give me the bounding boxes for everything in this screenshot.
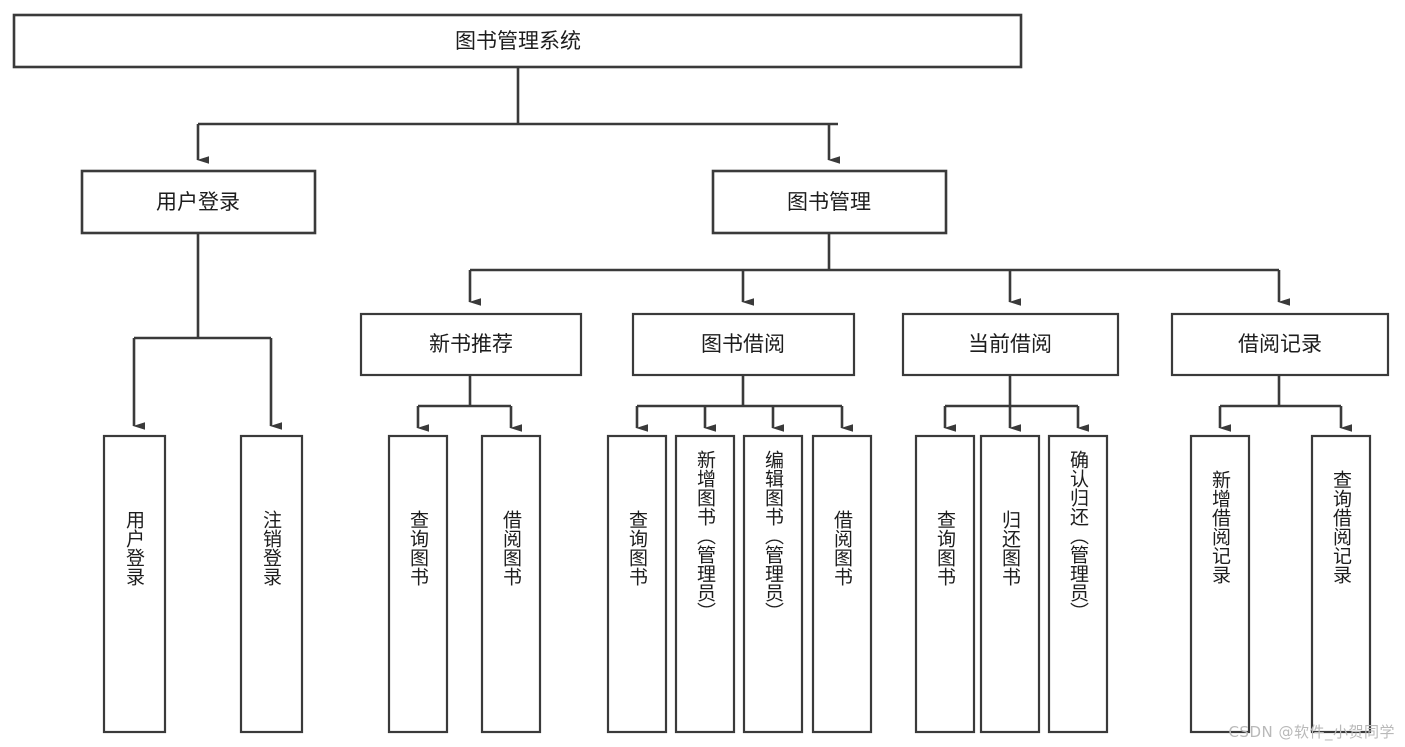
- leaf-query-book-3[interactable]: 查询图书: [914, 434, 976, 734]
- node-current-borrow-box[interactable]: [901, 312, 1120, 377]
- leaf-logout-label: 注销登录: [260, 510, 282, 586]
- node-root-box[interactable]: [12, 13, 1023, 69]
- node-current-borrow[interactable]: 当前借阅: [901, 312, 1120, 377]
- leaf-query-book-1[interactable]: 查询图书: [387, 434, 449, 734]
- node-book-manage-label: 图书管理: [787, 190, 871, 214]
- leaf-add-book-label: 新增图书（管理员）: [694, 450, 716, 621]
- leaf-confirm-return[interactable]: 确认归还（管理员）: [1047, 434, 1109, 734]
- node-user-login[interactable]: 用户登录: [80, 169, 317, 235]
- node-user-login-box[interactable]: [80, 169, 317, 235]
- leaf-user-login-label: 用户登录: [123, 510, 145, 586]
- leaf-add-record[interactable]: 新增借阅记录: [1189, 434, 1251, 734]
- leaf-edit-book[interactable]: 编辑图书（管理员）: [742, 434, 804, 734]
- leaf-confirm-return-box[interactable]: [1047, 434, 1109, 734]
- leaf-user-login[interactable]: 用户登录: [102, 434, 167, 734]
- leaf-query-record-box[interactable]: [1310, 434, 1372, 734]
- leaf-user-login-box[interactable]: [102, 434, 167, 734]
- node-book-manage-box[interactable]: [711, 169, 948, 235]
- leaf-query-book-1-box[interactable]: [387, 434, 449, 734]
- node-book-borrow[interactable]: 图书借阅: [631, 312, 856, 377]
- leaf-borrow-book-1-box[interactable]: [480, 434, 542, 734]
- node-book-manage[interactable]: 图书管理: [711, 169, 948, 235]
- leaf-borrow-book-2-box[interactable]: [811, 434, 873, 734]
- leaf-logout-box[interactable]: [239, 434, 304, 734]
- leaf-query-book-3-label: 查询图书: [934, 510, 956, 586]
- leaf-add-book-box[interactable]: [674, 434, 736, 734]
- leaf-edit-book-label: 编辑图书（管理员）: [762, 450, 784, 621]
- node-new-book-rec-label: 新书推荐: [429, 332, 513, 356]
- leaf-borrow-book-2[interactable]: 借阅图书: [811, 434, 873, 734]
- leaf-query-book-2-box[interactable]: [606, 434, 668, 734]
- node-borrow-record[interactable]: 借阅记录: [1170, 312, 1390, 377]
- leaf-query-book-2[interactable]: 查询图书: [606, 434, 668, 734]
- leaf-query-book-1-label: 查询图书: [407, 510, 429, 586]
- leaf-query-book-3-box[interactable]: [914, 434, 976, 734]
- leaf-return-book-box[interactable]: [979, 434, 1041, 734]
- leaf-return-book[interactable]: 归还图书: [979, 434, 1041, 734]
- leaf-borrow-book-1-label: 借阅图书: [500, 510, 522, 586]
- node-current-borrow-label: 当前借阅: [968, 332, 1052, 356]
- node-user-login-label: 用户登录: [156, 190, 240, 214]
- node-root[interactable]: 图书管理系统: [12, 13, 1023, 69]
- node-borrow-record-box[interactable]: [1170, 312, 1390, 377]
- leaf-borrow-book-1[interactable]: 借阅图书: [480, 434, 542, 734]
- leaf-query-book-2-label: 查询图书: [626, 510, 648, 586]
- leaf-borrow-book-2-label: 借阅图书: [831, 510, 853, 586]
- leaf-confirm-return-label: 确认归还（管理员）: [1067, 450, 1089, 621]
- node-new-book-rec[interactable]: 新书推荐: [359, 312, 583, 377]
- leaf-query-record[interactable]: 查询借阅记录: [1310, 434, 1372, 734]
- node-book-borrow-label: 图书借阅: [701, 332, 785, 356]
- leaf-add-record-label: 新增借阅记录: [1209, 470, 1231, 584]
- csdn-watermark: CSDN @软件_小贺同学: [1228, 723, 1395, 741]
- leaf-return-book-label: 归还图书: [999, 510, 1021, 586]
- leaf-add-book[interactable]: 新增图书（管理员）: [674, 434, 736, 734]
- node-new-book-rec-box[interactable]: [359, 312, 583, 377]
- node-book-borrow-box[interactable]: [631, 312, 856, 377]
- node-borrow-record-label: 借阅记录: [1238, 332, 1322, 356]
- leaf-query-record-label: 查询借阅记录: [1330, 470, 1352, 584]
- node-root-label: 图书管理系统: [455, 29, 581, 53]
- leaf-edit-book-box[interactable]: [742, 434, 804, 734]
- leaf-logout[interactable]: 注销登录: [239, 434, 304, 734]
- leaf-add-record-box[interactable]: [1189, 434, 1251, 734]
- edge-layer: [132, 67, 1352, 432]
